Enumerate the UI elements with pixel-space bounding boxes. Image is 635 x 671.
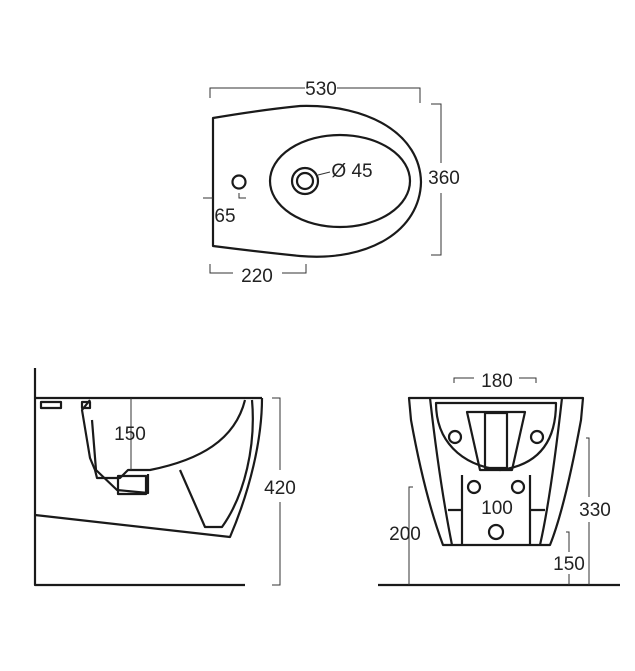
front-width-dim-line [453, 377, 537, 383]
drain-height-dim-line [566, 531, 570, 585]
side-height-dim: 420 [264, 478, 296, 499]
top-width-dim-line [209, 87, 421, 103]
fixing-hole-upper-left [447, 429, 463, 445]
side-height-dim-line [272, 397, 281, 586]
outlet-spigot [116, 474, 148, 496]
side-bowl-section [80, 399, 247, 480]
fixing-height-dim-line [586, 437, 590, 585]
wall-and-floor [33, 368, 245, 587]
top-view: 530 360 Ø 45 65 220 [203, 79, 460, 287]
front-center-slot [483, 411, 509, 470]
front-drain [487, 523, 505, 541]
bowl-depth-dim: 150 [114, 424, 146, 445]
front-inner-walls [428, 397, 564, 546]
front-lower-frame [448, 475, 545, 545]
fixing-hole-lower-right [510, 479, 526, 495]
fixing-slot-small [80, 400, 92, 410]
fixing-hole-lower-left [466, 479, 482, 495]
fixing-hole-upper-right [529, 429, 545, 445]
front-view: 180 100 200 330 150 [378, 371, 620, 587]
tap-drain-dim-line [209, 264, 307, 274]
bowl-rim [268, 133, 412, 229]
fixing-span-dim: 100 [481, 498, 513, 519]
top-depth-dim-line [431, 103, 442, 256]
tap-offset-dim-line [203, 193, 246, 199]
drain-height-dim: 150 [553, 554, 585, 575]
tap-hole [231, 174, 247, 190]
front-width-dim: 180 [481, 371, 513, 392]
top-view-outline [211, 104, 423, 258]
side-body [34, 397, 264, 539]
top-width-dim: 530 [305, 79, 337, 100]
fixing-height-dim: 330 [579, 500, 611, 521]
tap-drain-dim: 220 [241, 266, 273, 287]
bottom-height-dim: 200 [389, 524, 421, 545]
drain-inner [295, 171, 315, 191]
side-inner-shell [178, 399, 254, 529]
tap-offset-dim: 65 [214, 206, 235, 227]
drain-outer [290, 166, 320, 196]
side-view: 150 420 [33, 368, 296, 587]
drain-diameter-dim: Ø 45 [331, 161, 372, 182]
front-body [407, 396, 585, 547]
bottom-height-dim-line [408, 486, 413, 585]
drain-leader-line [317, 171, 331, 176]
front-center-channel [465, 410, 527, 472]
top-depth-dim: 360 [428, 168, 460, 189]
fixing-slot [39, 400, 63, 410]
